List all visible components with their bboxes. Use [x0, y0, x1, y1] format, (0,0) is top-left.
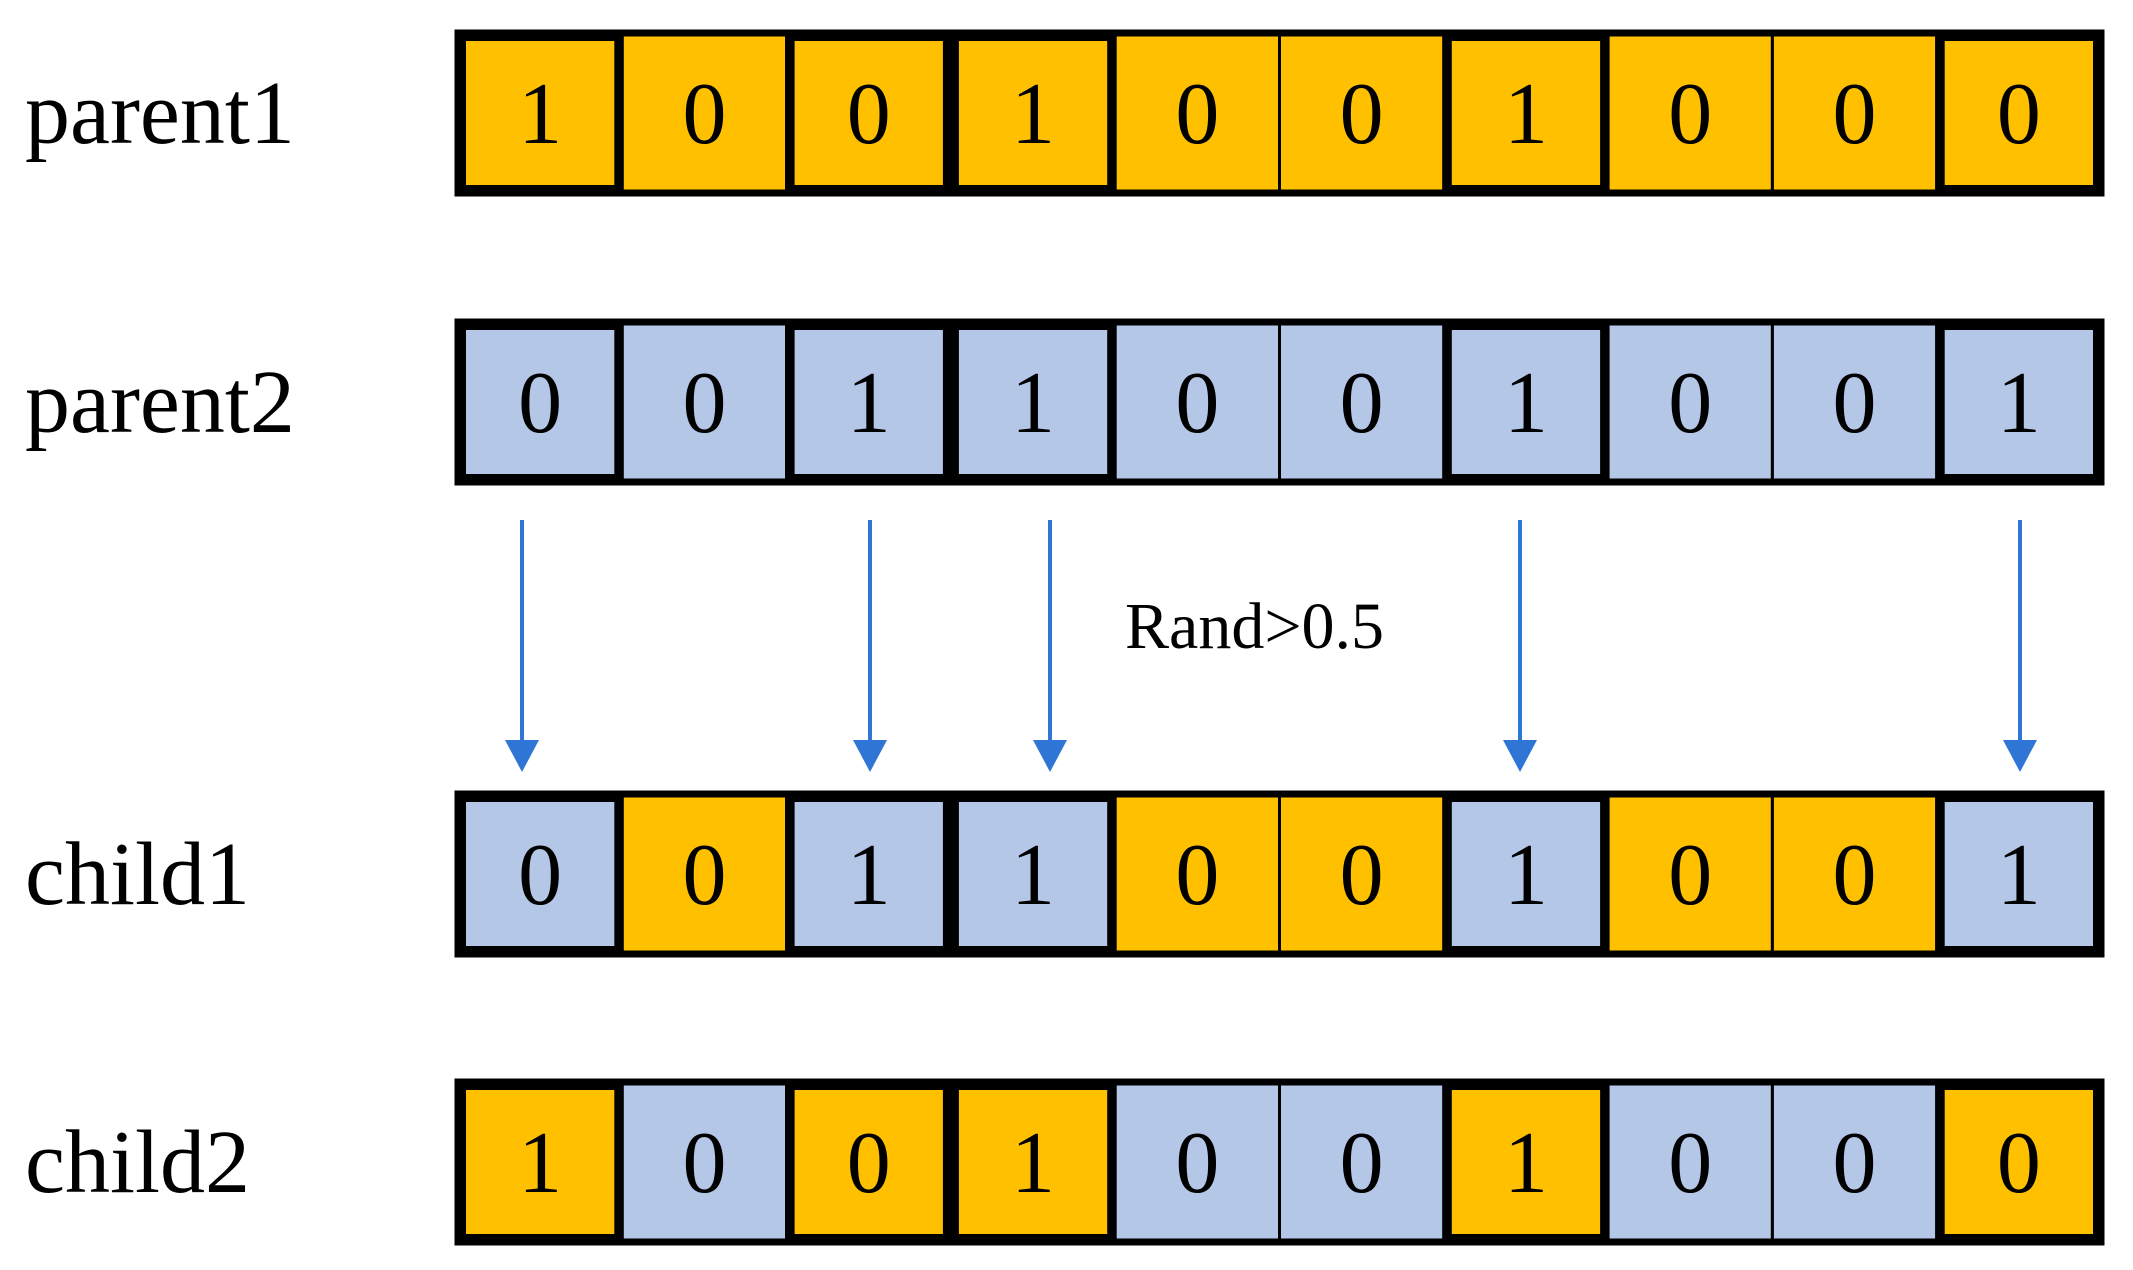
chromosome-frame: [454, 318, 2105, 486]
gene-value: 1: [1504, 355, 1548, 452]
gene-value: 1: [1011, 827, 1055, 924]
gene-cell: [1770, 320, 1939, 484]
gene-cell: [1606, 792, 1774, 956]
gene-value: 0: [1175, 1115, 1219, 1212]
gene-value: 0: [682, 66, 726, 163]
gene-cell: [1278, 31, 1446, 195]
gene-value: 0: [1997, 1115, 2041, 1212]
gene-value: 0: [1175, 355, 1219, 452]
gene-cell: [456, 792, 624, 956]
arrow-down: [505, 520, 539, 772]
gene-value: 1: [518, 66, 562, 163]
gene-value: 0: [1668, 66, 1712, 163]
gene-cell: [620, 320, 789, 484]
gene-value: 1: [1504, 827, 1548, 924]
gene-value: 1: [1011, 1115, 1055, 1212]
gene-value: 1: [847, 355, 891, 452]
gene-cell: [1606, 320, 1774, 484]
chromosome-row-child2: child2 1 0 0 1 0 0 1 0 0 0: [25, 1078, 2105, 1246]
gene-value: 0: [518, 827, 562, 924]
gene-value: 0: [1833, 66, 1877, 163]
arrow-down: [1033, 520, 1067, 772]
gene-cell: [785, 792, 953, 956]
chromosome-frame: [454, 1078, 2105, 1246]
gene-value: 0: [847, 1115, 891, 1212]
gene-value: 0: [1668, 1115, 1712, 1212]
chromosome-row-child1: child1 0 0 1 1 0 0 1 0 0 1: [25, 790, 2105, 958]
gene-cell: [456, 320, 624, 484]
gene-value: 0: [1340, 355, 1384, 452]
row-label: parent2: [25, 353, 295, 452]
arrow-down: [853, 520, 887, 772]
gene-value: 1: [1504, 66, 1548, 163]
gene-cell: [1935, 31, 2103, 195]
gene-cell: [620, 31, 789, 195]
chromosome-frame: [454, 29, 2105, 197]
gene-value: 0: [682, 827, 726, 924]
arrow-down: [2003, 520, 2037, 772]
gene-value: 0: [1175, 827, 1219, 924]
row-label: child1: [25, 825, 250, 924]
row-label: child2: [25, 1113, 250, 1212]
gene-value: 0: [682, 355, 726, 452]
gene-cell: [1770, 1080, 1939, 1244]
gene-cell: [1278, 792, 1446, 956]
gene-value: 1: [847, 827, 891, 924]
gene-cell: [1442, 320, 1610, 484]
gene-value: 0: [847, 66, 891, 163]
gene-value: 0: [1340, 1115, 1384, 1212]
gene-value: 1: [1504, 1115, 1548, 1212]
chromosome-frame: [454, 790, 2105, 958]
gene-value: 1: [518, 1115, 562, 1212]
row-label: parent1: [25, 64, 295, 163]
gene-value: 1: [1997, 355, 2041, 452]
gene-value: 0: [1668, 827, 1712, 924]
gene-value: 0: [1668, 355, 1712, 452]
gene-value: 0: [1833, 355, 1877, 452]
gene-value: 1: [1997, 827, 2041, 924]
gene-value: 0: [1833, 827, 1877, 924]
gene-value: 0: [1340, 827, 1384, 924]
rand-condition-label: Rand>0.5: [1125, 590, 1384, 663]
gene-value: 0: [518, 355, 562, 452]
chromosome-row-parent2: parent2 0 0 1 1 0 0 1 0 0 1: [25, 318, 2105, 486]
chromosome-row-parent1: parent1 1 0 0 1 0 0 1 0 0 0: [25, 29, 2105, 197]
gene-value: 1: [1011, 66, 1055, 163]
arrow-down: [1503, 520, 1537, 772]
gene-value: 0: [1175, 66, 1219, 163]
gene-value: 0: [1997, 66, 2041, 163]
gene-cell: [1278, 1080, 1446, 1244]
gene-value: 1: [1011, 355, 1055, 452]
gene-value: 0: [1833, 1115, 1877, 1212]
gene-cell: [456, 31, 624, 195]
gene-cell: [785, 1080, 953, 1244]
crossover-arrows: [505, 520, 2037, 772]
gene-value: 0: [1340, 66, 1384, 163]
gene-value: 0: [682, 1115, 726, 1212]
